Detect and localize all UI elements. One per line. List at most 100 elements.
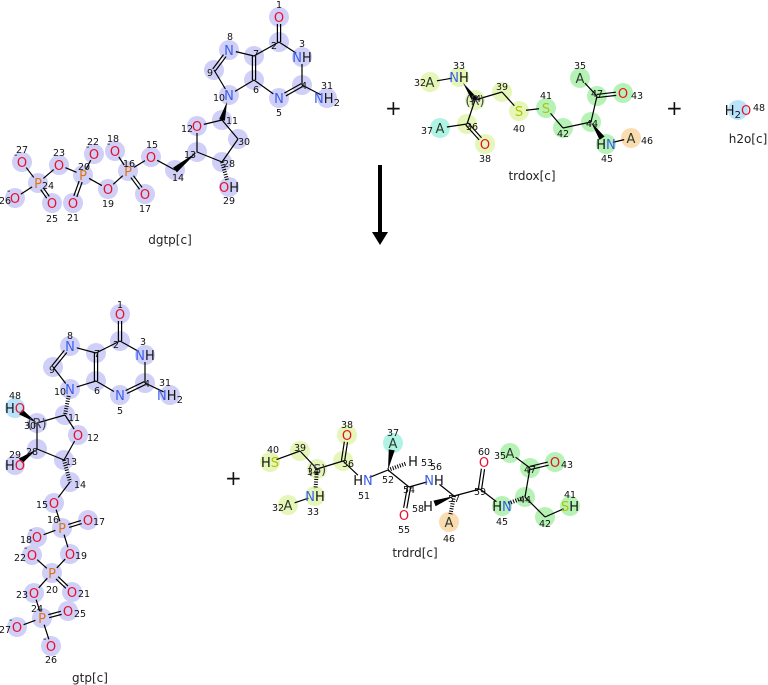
atom-number: 18 (20, 535, 32, 546)
atom-number: 53 (421, 458, 433, 469)
atom-label: O (65, 548, 75, 563)
atom-label: P (48, 567, 56, 582)
atom-highlight (160, 385, 180, 405)
atom-number: 26 (0, 196, 11, 207)
down-arrow-icon (372, 165, 388, 245)
bond (125, 381, 145, 392)
bond (133, 160, 146, 168)
molecule-name-trdrd: trdrd[c] (392, 546, 437, 560)
atom-label: A (389, 437, 398, 452)
atom-highlight (110, 385, 130, 405)
atom-number: 39 (496, 82, 508, 93)
bond (403, 486, 409, 508)
atom-label: O (29, 587, 39, 602)
bond (36, 559, 48, 569)
bond (453, 488, 481, 497)
atom-number: 42 (539, 519, 551, 530)
atom-highlight (449, 67, 469, 87)
bond (126, 383, 146, 394)
atom-highlight (420, 72, 440, 92)
bond (219, 101, 228, 121)
atom-number: 33 (307, 507, 319, 518)
bond (56, 558, 66, 569)
molecule-name-trdox: trdox[c] (508, 169, 555, 183)
atom-number: 20 (78, 162, 90, 173)
bond (42, 169, 55, 179)
atom-number: 48 (9, 391, 21, 402)
atom-number: 5 (276, 108, 282, 119)
atom-label: O (73, 429, 83, 444)
atom-highlight (187, 116, 207, 136)
bond (156, 159, 176, 171)
bond (590, 95, 598, 123)
atom-number: 15 (146, 140, 158, 151)
atom-label: O (618, 87, 628, 102)
bond (76, 347, 97, 354)
atom-number: 13 (184, 150, 196, 161)
bond (18, 449, 37, 464)
bond (48, 610, 61, 616)
bond (196, 151, 223, 163)
atom-number: 43 (561, 460, 573, 471)
atom-label: O (32, 531, 42, 546)
atom-highlight (44, 493, 64, 513)
bond (474, 91, 503, 101)
bond (313, 468, 319, 490)
atom-label: S (542, 102, 550, 117)
bond (507, 495, 526, 506)
atom-highlight (613, 83, 633, 103)
atom-number: 34 (469, 94, 481, 105)
bond (55, 578, 67, 589)
atom-highlight (84, 144, 104, 164)
bond (88, 177, 103, 187)
atom-number: 19 (102, 199, 114, 210)
bond (369, 469, 389, 478)
atom-highlight (27, 527, 47, 547)
bond (214, 56, 227, 72)
atom-highlight (560, 496, 580, 516)
atom-label: NH2 (314, 92, 340, 109)
bond (467, 122, 482, 139)
atom-number: 13 (65, 457, 77, 468)
atom-number: 9 (49, 365, 55, 376)
bond (73, 180, 80, 197)
atom-label: O (480, 138, 490, 153)
atom-highlight (337, 425, 357, 445)
bond (387, 461, 408, 472)
atom-label: O (140, 188, 150, 203)
atom-number: 30 (238, 137, 250, 148)
bond (294, 497, 309, 504)
atom-number: 33 (453, 61, 465, 72)
bond (462, 82, 478, 102)
bond (68, 523, 82, 529)
atom-highlight (141, 147, 161, 167)
atom-label: O (63, 605, 73, 620)
atom-number: 48 (753, 103, 765, 114)
atom-highlight (621, 128, 641, 148)
atom-label: P (58, 522, 66, 537)
atom-number: 21 (67, 213, 79, 224)
atom-number: 47 (591, 89, 603, 100)
atom-number: 1 (117, 300, 123, 311)
atom-number: 40 (513, 124, 525, 135)
bond (591, 122, 605, 140)
atom-label: S (515, 105, 523, 120)
plus-sign-1: + (385, 96, 402, 120)
atom-number: 45 (601, 154, 613, 165)
bond (57, 481, 71, 498)
bond (501, 91, 515, 107)
bond (38, 577, 48, 589)
bond (596, 91, 616, 96)
atom-number: 3 (140, 337, 146, 348)
bond (53, 352, 68, 369)
atom-label: O (12, 621, 22, 636)
atom-highlight (219, 85, 239, 105)
atom-number: 38 (479, 154, 491, 165)
atom-number: 6 (94, 386, 100, 397)
atom-number: 19 (75, 551, 87, 562)
bond (284, 83, 302, 94)
charge-label: - (7, 186, 10, 197)
atom-number: 12 (181, 124, 193, 135)
